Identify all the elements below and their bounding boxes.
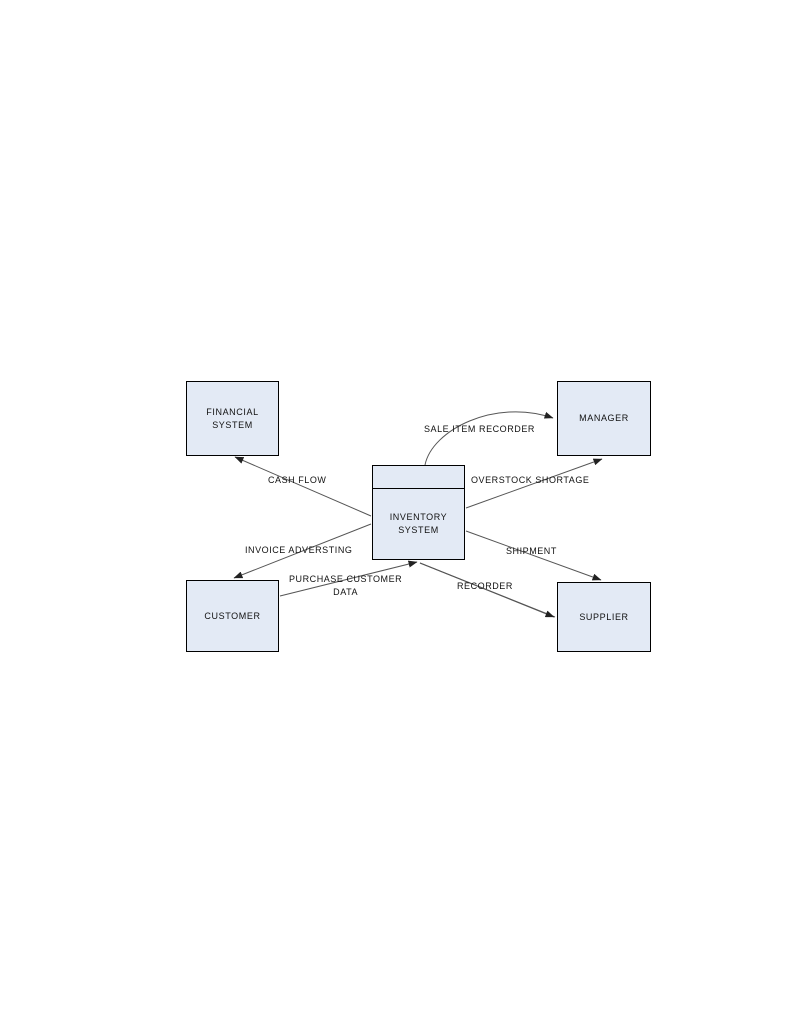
node-financial-system-label: FINANCIAL SYSTEM <box>206 406 258 432</box>
flow-label-overstock-shortage: OVERSTOCK SHORTAGE <box>471 475 590 485</box>
node-inventory-system-header <box>373 466 464 489</box>
node-inventory-system-label: INVENTORY SYSTEM <box>390 511 448 537</box>
flow-label-shipment: SHIPMENT <box>506 546 557 556</box>
node-financial-system-line1: FINANCIAL <box>206 406 259 417</box>
node-customer[interactable]: CUSTOMER <box>186 580 279 652</box>
flow-line-shipment <box>465 530 602 581</box>
flow-line-sale-item-recorder <box>424 411 554 466</box>
flow-line-purchase-customer-data <box>279 560 418 597</box>
flow-line-overstock-shortage <box>465 458 603 509</box>
flow-label-invoice-adversting: INVOICE ADVERSTING <box>245 545 353 555</box>
flow-label-purchase-customer-data-line1: PURCHASE CUSTOMER <box>289 574 403 584</box>
flow-label-recorder: RECORDER <box>457 581 513 591</box>
node-inventory-system-body: INVENTORY SYSTEM <box>373 489 464 559</box>
node-inventory-system-line2: SYSTEM <box>398 525 439 535</box>
node-inventory-system[interactable]: INVENTORY SYSTEM <box>372 465 465 560</box>
flow-line-recorder-tail <box>419 562 555 618</box>
flow-line-cash-flow <box>234 456 372 517</box>
node-manager-label: MANAGER <box>579 413 629 423</box>
node-manager[interactable]: MANAGER <box>557 381 651 456</box>
node-financial-system-line2: SYSTEM <box>212 419 253 430</box>
flow-line-invoice-adversting <box>233 523 372 579</box>
flow-label-purchase-customer-data-line2: DATA <box>333 587 359 597</box>
flow-label-sale-item-recorder: SALE ITEM RECORDER <box>424 424 535 434</box>
node-customer-label: CUSTOMER <box>204 610 261 621</box>
node-supplier[interactable]: SUPPLIER <box>557 582 651 652</box>
flow-label-cash-flow: CASH FLOW <box>268 475 327 485</box>
node-inventory-system-line1: INVENTORY <box>389 512 448 522</box>
node-financial-system[interactable]: FINANCIAL SYSTEM <box>186 381 279 456</box>
node-supplier-label: SUPPLIER <box>579 611 629 622</box>
flow-label-purchase-customer-data: PURCHASE CUSTOMER DATA <box>289 573 402 599</box>
